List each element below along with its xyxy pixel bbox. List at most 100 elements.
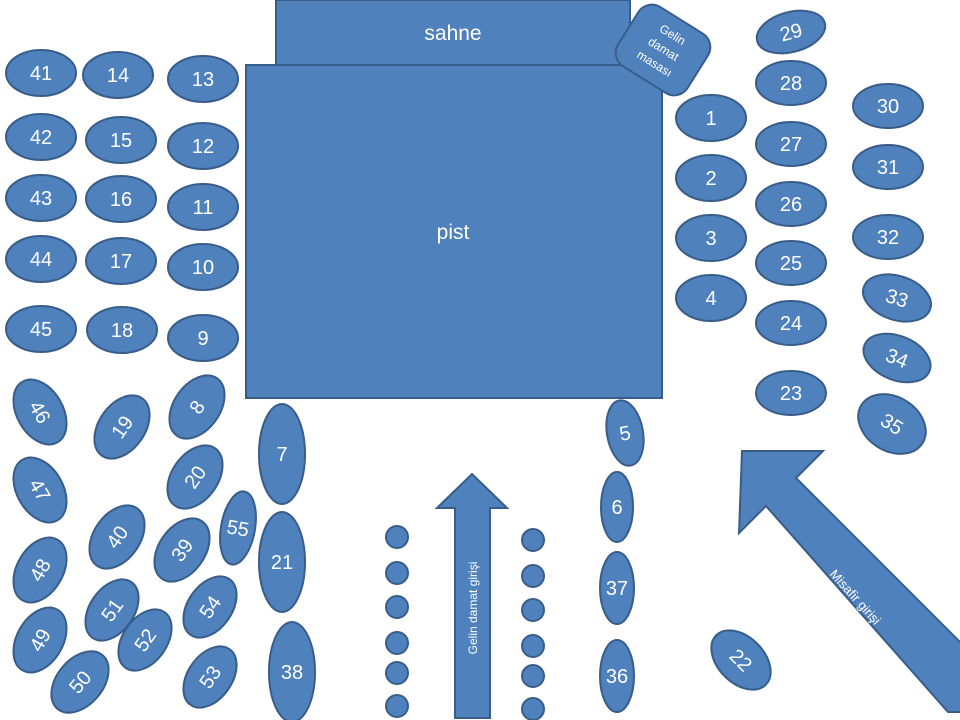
- table-shape: [12, 606, 68, 674]
- table-9: 9: [167, 314, 239, 362]
- table-shape: [675, 274, 747, 322]
- guest-tables: 4142434445141516171813121110912342928272…: [5, 9, 932, 720]
- table-3: 3: [675, 214, 747, 262]
- table-48: 48: [12, 536, 68, 604]
- table-12: 12: [167, 122, 239, 170]
- table-shape: [85, 116, 157, 164]
- table-number: 13: [192, 69, 214, 91]
- table-22: 22: [710, 629, 772, 691]
- table-shape: [182, 645, 238, 709]
- table-11: 11: [167, 183, 239, 231]
- table-19: 19: [93, 394, 151, 460]
- table-50: 50: [50, 650, 110, 714]
- table-shape: [167, 122, 239, 170]
- table-31: 31: [852, 144, 924, 190]
- table-shape: [862, 273, 932, 323]
- table-shape: [258, 511, 306, 613]
- table-shape: [710, 629, 772, 691]
- aisle-marker: [521, 697, 545, 720]
- table-47: 47: [12, 456, 68, 524]
- table-24: 24: [755, 300, 827, 346]
- aisle-marker: [521, 664, 545, 688]
- table-shape: [852, 214, 924, 260]
- table-number: 4: [705, 288, 716, 310]
- table-shape: [5, 49, 77, 97]
- bride-groom-table: Gelin damat masası: [614, 3, 712, 97]
- table-16: 16: [85, 175, 157, 223]
- table-shape: [117, 608, 173, 672]
- table-number: 30: [877, 96, 899, 118]
- table-shape: [12, 378, 68, 446]
- table-shape: [675, 154, 747, 202]
- table-number: 7: [276, 444, 287, 466]
- table-shape: [167, 183, 239, 231]
- table-number: 37: [606, 578, 628, 600]
- table-shape: [755, 300, 827, 346]
- table-number: 12: [192, 136, 214, 158]
- table-number: 15: [110, 130, 132, 152]
- table-number: 1: [705, 108, 716, 130]
- table-number: 3: [705, 228, 716, 250]
- table-shape: [86, 306, 158, 354]
- aisle-marker: [385, 561, 409, 585]
- table-number: 23: [780, 383, 802, 405]
- table-shape: [167, 55, 239, 103]
- table-15: 15: [85, 116, 157, 164]
- table-5: 5: [605, 399, 645, 467]
- table-33: 33: [862, 273, 932, 323]
- table-number: 5: [618, 422, 633, 446]
- table-30: 30: [852, 83, 924, 129]
- table-number: 17: [110, 251, 132, 273]
- table-45: 45: [5, 305, 77, 353]
- table-46: 46: [12, 378, 68, 446]
- table-shape: [268, 621, 316, 720]
- table-1: 1: [675, 94, 747, 142]
- table-29: 29: [755, 9, 827, 55]
- table-13: 13: [167, 55, 239, 103]
- table-shape: [258, 403, 306, 505]
- aisle-marker: [385, 525, 409, 549]
- table-number: 25: [780, 253, 802, 275]
- table-shape: [675, 214, 747, 262]
- stage-label: sahne: [424, 22, 481, 45]
- table-number: 27: [780, 134, 802, 156]
- table-shape: [182, 575, 238, 639]
- aisle-marker: [385, 694, 409, 718]
- table-53: 53: [182, 645, 238, 709]
- table-42: 42: [5, 113, 77, 161]
- table-shape: [50, 650, 110, 714]
- table-4: 4: [675, 274, 747, 322]
- table-number: 16: [110, 189, 132, 211]
- table-shape: [5, 174, 77, 222]
- table-10: 10: [167, 243, 239, 291]
- table-number: 10: [192, 257, 214, 279]
- table-shape: [82, 51, 154, 99]
- table-number: 31: [877, 157, 899, 179]
- aisle-marker: [385, 661, 409, 685]
- table-43: 43: [5, 174, 77, 222]
- table-shape: [167, 314, 239, 362]
- table-number: 18: [111, 320, 133, 342]
- table-number: 43: [30, 188, 52, 210]
- table-shape: [85, 175, 157, 223]
- table-shape: [12, 456, 68, 524]
- table-number: 11: [193, 197, 214, 219]
- table-26: 26: [755, 181, 827, 227]
- table-shape: [605, 399, 645, 467]
- table-55: 55: [219, 490, 257, 566]
- table-shape: [93, 394, 151, 460]
- table-number: 38: [281, 662, 303, 684]
- table-18: 18: [86, 306, 158, 354]
- table-number: 24: [780, 313, 802, 335]
- table-20: 20: [166, 444, 224, 510]
- table-number: 2: [705, 168, 716, 190]
- table-shape: [755, 370, 827, 416]
- table-shape: [5, 235, 77, 283]
- table-27: 27: [755, 121, 827, 167]
- table-shape: [600, 471, 634, 543]
- table-6: 6: [600, 471, 634, 543]
- table-number: 14: [107, 65, 129, 87]
- table-number: 32: [877, 227, 899, 249]
- table-shape: [852, 83, 924, 129]
